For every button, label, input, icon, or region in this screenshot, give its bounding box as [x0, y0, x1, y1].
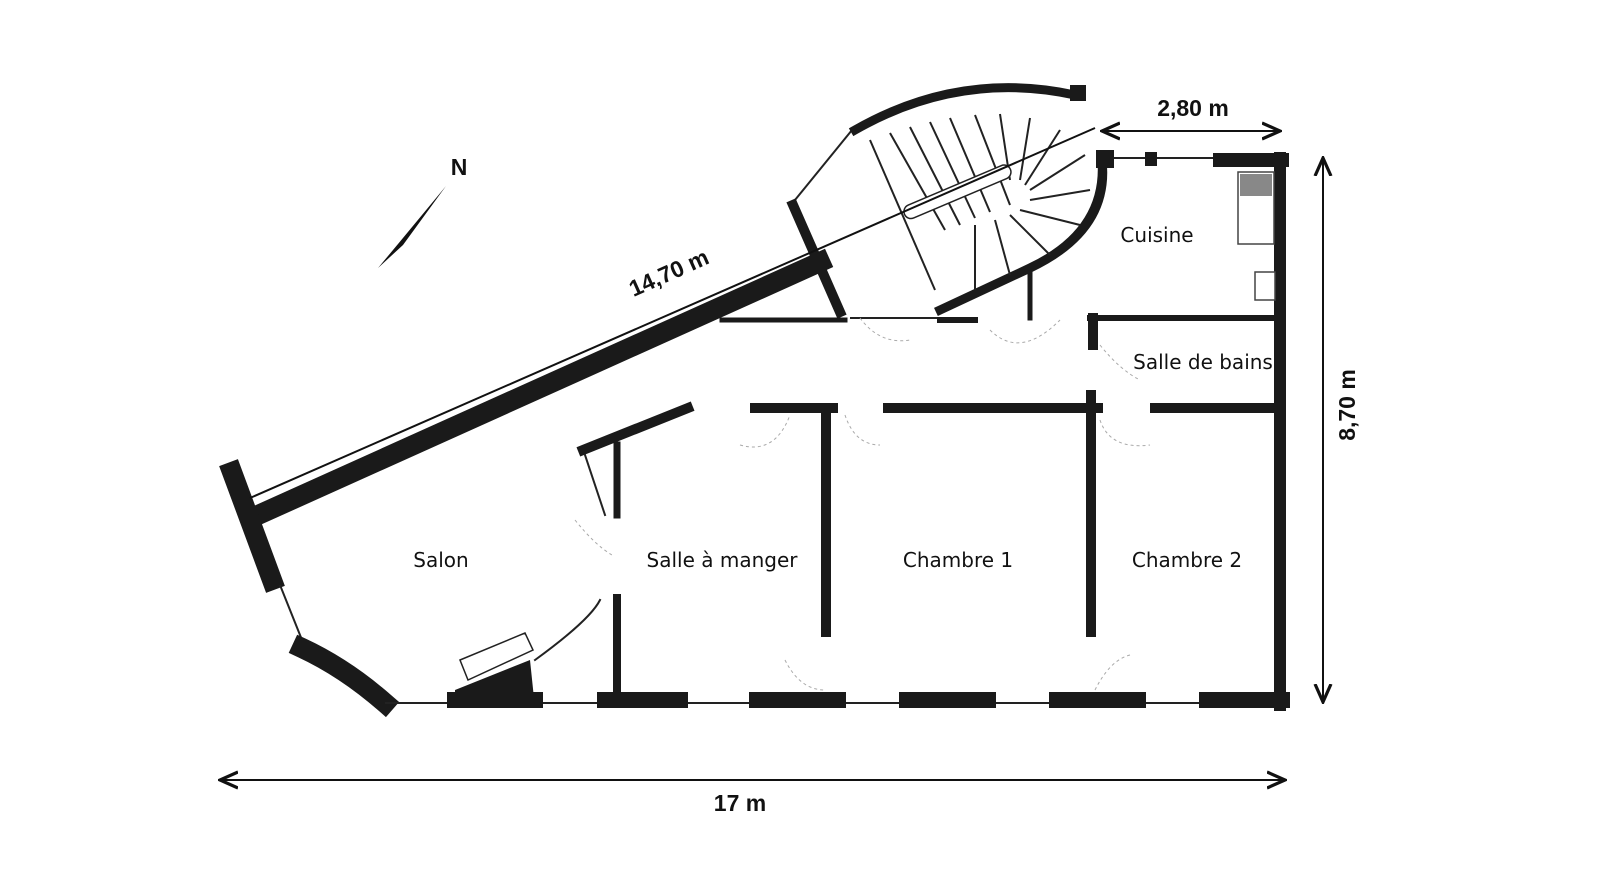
dimension-label-depth: 8,70 m — [1334, 369, 1360, 441]
dimension-line-diagonal — [249, 127, 1096, 499]
room-label-salle-de-bains: Salle de bains — [1133, 350, 1273, 374]
dimension-label-width: 17 m — [714, 790, 766, 816]
dimension-label-kitchen: 2,80 m — [1157, 95, 1229, 121]
room-label-cuisine: Cuisine — [1120, 223, 1193, 247]
north-arrow-icon: N — [378, 154, 467, 268]
room-label-chambre-1: Chambre 1 — [903, 548, 1013, 572]
interior-walls — [533, 267, 1285, 704]
kitchen-fixtures — [1237, 171, 1276, 301]
dimension-label-diagonal: 14,70 m — [625, 244, 713, 302]
room-label-salle-a-manger: Salle à manger — [647, 548, 799, 572]
exterior-walls — [219, 150, 1290, 718]
svg-text:N: N — [451, 154, 468, 180]
door-swings — [574, 317, 1151, 691]
room-label-chambre-2: Chambre 2 — [1132, 548, 1242, 572]
room-label-salon: Salon — [413, 548, 468, 572]
staircase — [786, 83, 1108, 319]
